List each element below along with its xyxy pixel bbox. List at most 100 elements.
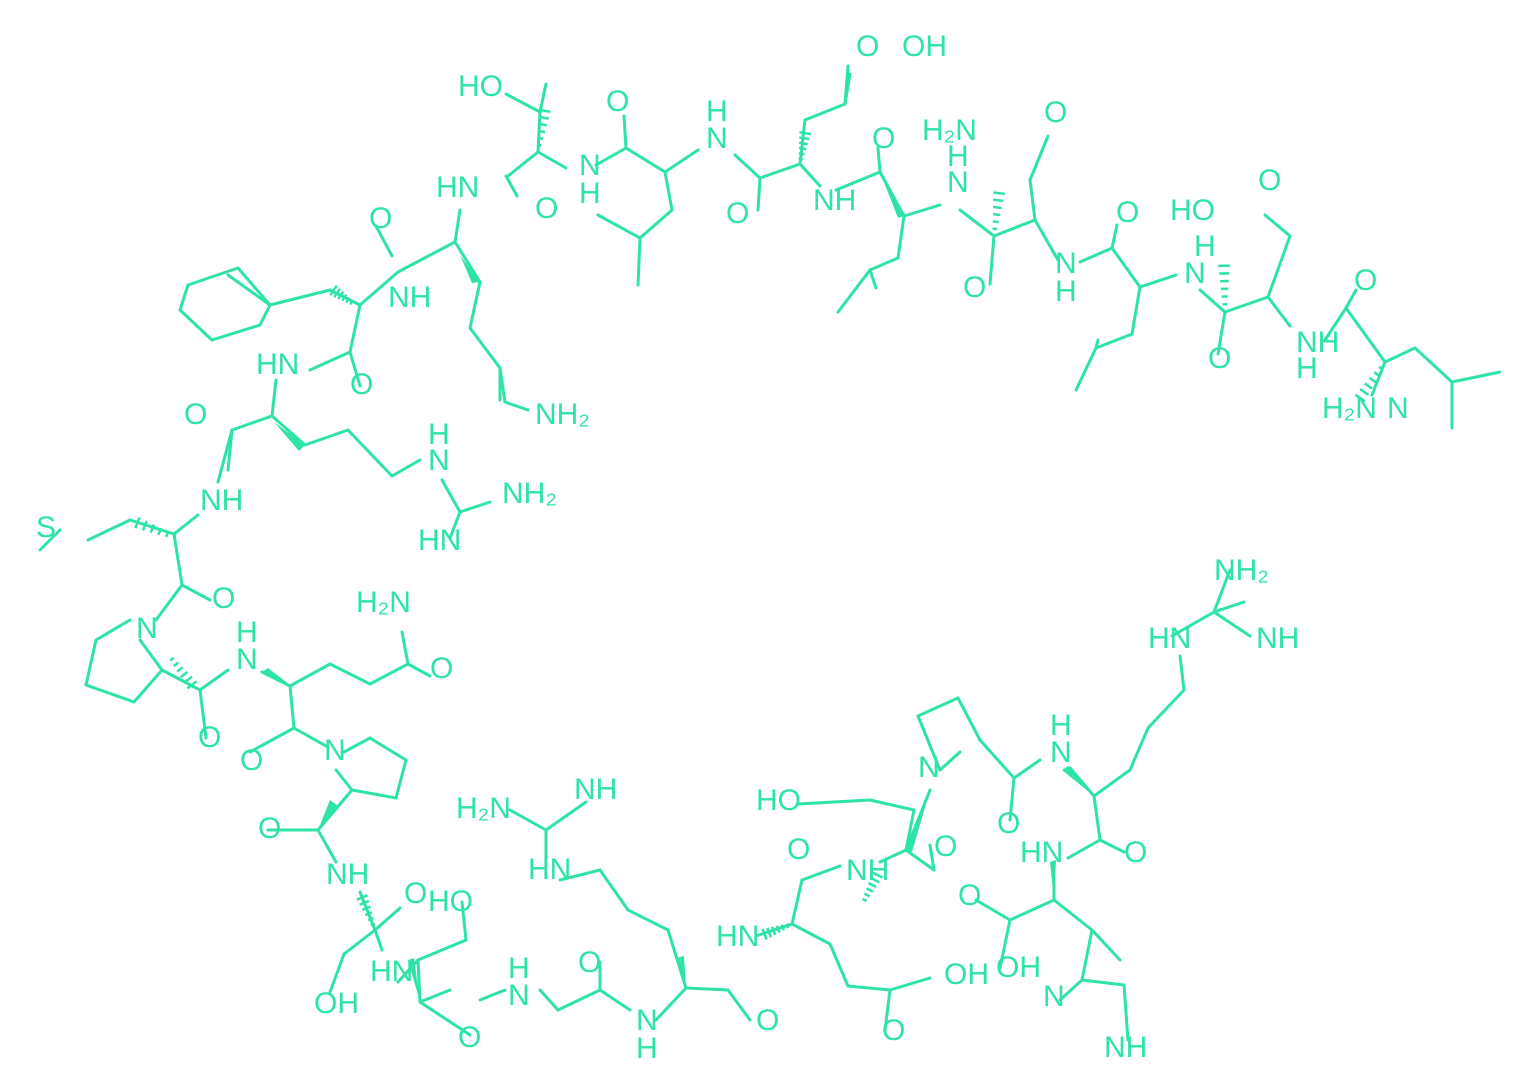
bond	[883, 988, 892, 1032]
bond	[988, 234, 996, 286]
bond	[270, 378, 278, 418]
wedge-bond	[1050, 860, 1056, 900]
bond	[368, 662, 410, 686]
bond	[1138, 273, 1178, 289]
bond	[1212, 600, 1246, 614]
bond	[503, 400, 530, 412]
bond	[316, 788, 354, 832]
bond	[916, 714, 942, 772]
atom-label: NH	[326, 858, 369, 891]
bond	[186, 266, 240, 287]
atom-label: NH	[200, 484, 243, 517]
bond	[418, 988, 452, 1004]
bond	[368, 736, 408, 762]
bond	[828, 942, 850, 988]
bond	[1323, 306, 1348, 342]
hash-bond	[536, 108, 551, 147]
hash-bond	[992, 191, 1006, 231]
atom-label: O	[1116, 196, 1139, 229]
bond	[406, 662, 432, 678]
bond	[1212, 610, 1252, 638]
atom-label: O	[856, 30, 879, 63]
atom-label: S	[36, 511, 56, 544]
bond	[1080, 928, 1094, 982]
atom-label: O	[787, 833, 810, 866]
bond	[896, 214, 906, 260]
bond	[663, 170, 674, 212]
atom-label: O	[958, 879, 981, 912]
atom-label: H	[1050, 709, 1072, 742]
bond	[1266, 234, 1292, 299]
bond	[1092, 794, 1102, 842]
bond	[508, 808, 548, 832]
bond	[654, 986, 688, 1022]
atom-label: N	[918, 751, 940, 784]
atom-label: NH	[1104, 1031, 1147, 1064]
bond	[84, 638, 98, 687]
bond	[350, 788, 398, 800]
bond	[1344, 306, 1387, 364]
bond	[1008, 776, 1016, 822]
bond	[974, 898, 1012, 922]
hash-bond	[798, 130, 812, 161]
atom-label: HN	[370, 955, 413, 988]
bond	[303, 428, 350, 447]
atom-label: H	[636, 1032, 658, 1065]
atom-label: O	[578, 946, 601, 979]
atom-label: O	[184, 398, 207, 431]
bond	[342, 736, 372, 754]
bond	[878, 848, 908, 864]
bond	[1370, 360, 1387, 397]
bond	[1170, 610, 1216, 638]
bond	[1212, 568, 1232, 614]
bond	[468, 280, 482, 330]
bond	[416, 938, 468, 962]
bond	[154, 583, 184, 622]
bond	[598, 988, 632, 1012]
bond	[992, 218, 1037, 238]
atom-label: O	[1258, 164, 1281, 197]
hash-bond	[329, 284, 354, 306]
atom-label: HN	[418, 524, 461, 557]
bond	[846, 984, 892, 992]
bond	[868, 256, 900, 272]
bond	[178, 308, 214, 342]
bond	[84, 683, 136, 704]
bond	[1080, 978, 1126, 987]
bond	[348, 303, 362, 354]
atom-label: N	[1043, 980, 1065, 1013]
bond	[334, 768, 354, 792]
atom-label: HN	[716, 920, 759, 953]
bond	[1110, 223, 1119, 250]
bond	[210, 323, 262, 342]
bond	[1450, 370, 1502, 384]
bond	[798, 162, 822, 188]
wedge-bond	[906, 790, 930, 852]
bond	[346, 428, 394, 478]
bond	[270, 414, 307, 447]
atom-label: N	[324, 734, 346, 767]
bond	[1094, 332, 1134, 350]
bond	[888, 976, 932, 992]
bond	[598, 868, 630, 912]
bond	[358, 270, 400, 307]
bond	[538, 82, 548, 114]
atom-label: HN	[528, 853, 571, 886]
bond	[498, 366, 507, 404]
atom-label: N	[579, 149, 601, 182]
atom-label: N	[508, 979, 530, 1012]
atom-label: O	[872, 122, 895, 155]
bond	[328, 662, 372, 686]
bond	[998, 918, 1012, 970]
atom-label: O	[934, 830, 957, 863]
bond	[1028, 178, 1037, 222]
hash-bond	[761, 923, 790, 941]
bond	[938, 750, 962, 772]
atom-label: NH	[388, 281, 431, 314]
bond	[374, 224, 394, 258]
bond	[1216, 310, 1227, 356]
bond	[172, 513, 200, 536]
atom-label: NH	[813, 184, 856, 217]
atom-label: NH₂	[502, 477, 557, 510]
bond	[292, 726, 328, 748]
